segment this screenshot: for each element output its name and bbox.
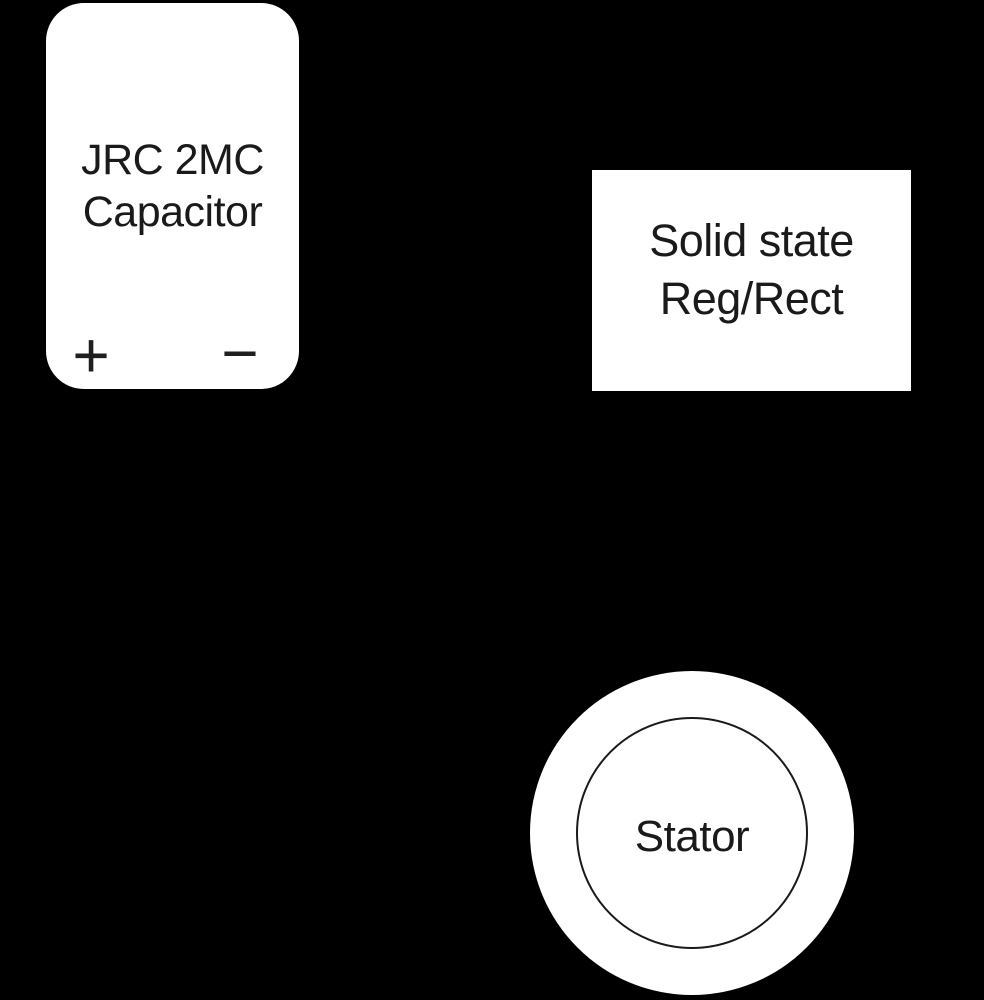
plus-terminal-symbol: + [72, 319, 110, 391]
stator-label: Stator [634, 812, 750, 861]
regulator-rectifier-label: Solid state Reg/Rect [592, 212, 911, 328]
regulator-rectifier-box: Solid state Reg/Rect [592, 170, 911, 391]
regulator-label-line1: Solid state [649, 215, 854, 266]
minus-terminal-symbol: − [221, 317, 259, 389]
regulator-label-line2: Reg/Rect [659, 273, 844, 324]
capacitor-label-line1: JRC 2MC [81, 136, 264, 184]
stator-outer-ring: Stator [530, 671, 854, 995]
capacitor-label-line2: Capacitor [82, 188, 263, 236]
capacitor-box: JRC 2MC Capacitor + − [46, 3, 299, 389]
stator-inner-circle: Stator [576, 717, 808, 949]
capacitor-label: JRC 2MC Capacitor [46, 134, 299, 238]
